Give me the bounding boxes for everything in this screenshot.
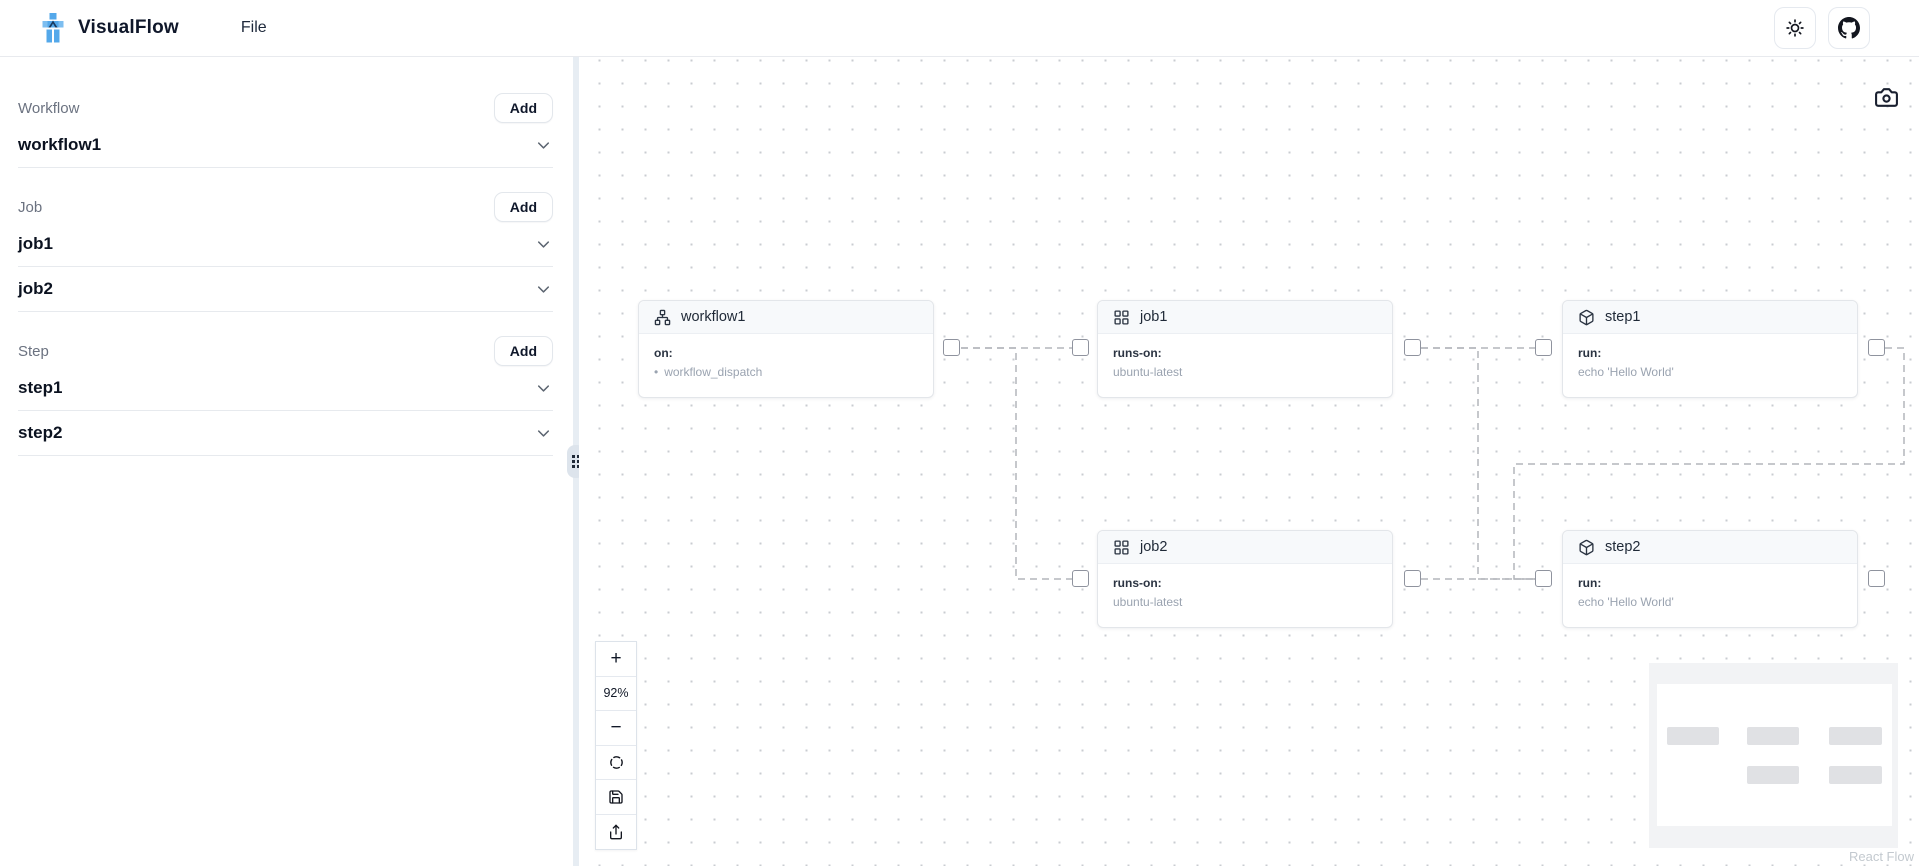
add-job-button[interactable]: Add bbox=[493, 192, 553, 222]
zoom-in-button[interactable]: + bbox=[596, 642, 636, 677]
app-header: VisualFlow File bbox=[0, 0, 1919, 57]
node-field-label: runs-on: bbox=[1113, 346, 1162, 360]
handle-job2-source[interactable] bbox=[1404, 570, 1421, 587]
handle-job1-target[interactable] bbox=[1072, 339, 1089, 356]
node-field-value: ubuntu-latest bbox=[1113, 594, 1183, 609]
flow-canvas[interactable]: workflow1 on: •workflow_dispatch job1 ru… bbox=[579, 58, 1919, 866]
handle-step2-source[interactable] bbox=[1868, 570, 1885, 587]
sidebar-item-workflow1[interactable]: workflow1 bbox=[18, 123, 553, 168]
edges-layer bbox=[961, 347, 1905, 580]
handle-step1-source[interactable] bbox=[1868, 339, 1885, 356]
chevron-down-icon bbox=[534, 379, 553, 398]
node-header: job1 bbox=[1098, 301, 1392, 334]
react-flow-attribution[interactable]: React Flow bbox=[1848, 849, 1914, 864]
edge-step1-step2[interactable] bbox=[1513, 347, 1905, 580]
section-label-workflow: Workflow bbox=[18, 99, 80, 117]
zoom-out-button[interactable]: − bbox=[596, 711, 636, 746]
node-field-label: on: bbox=[654, 346, 673, 360]
node-body: run: echo 'Hello World' bbox=[1563, 334, 1857, 391]
save-icon bbox=[608, 789, 624, 805]
minimap-node-workflow1 bbox=[1667, 727, 1719, 745]
edge-workflow1-job2[interactable] bbox=[961, 347, 1072, 580]
section-label-job: Job bbox=[18, 198, 43, 216]
workflow-logo-icon bbox=[40, 13, 66, 43]
node-field-value: echo 'Hello World' bbox=[1578, 594, 1674, 609]
chevron-down-icon bbox=[534, 424, 553, 443]
theme-toggle-button[interactable] bbox=[1774, 7, 1816, 49]
sidebar-item-step1[interactable]: step1 bbox=[18, 366, 553, 411]
sidebar-section-job: Job Add job1 job2 bbox=[18, 192, 553, 312]
network-icon bbox=[654, 309, 671, 326]
upload-icon bbox=[608, 824, 624, 840]
node-title: step1 bbox=[1605, 309, 1641, 325]
node-body: on: •workflow_dispatch bbox=[639, 334, 933, 391]
node-job2[interactable]: job2 runs-on: ubuntu-latest bbox=[1097, 530, 1393, 628]
node-header: job2 bbox=[1098, 531, 1392, 564]
grid-icon bbox=[1113, 309, 1130, 326]
box-icon bbox=[1578, 309, 1595, 326]
sun-icon bbox=[1785, 18, 1805, 38]
node-header: step2 bbox=[1563, 531, 1857, 564]
add-workflow-button[interactable]: Add bbox=[493, 93, 553, 123]
zoom-level: 92% bbox=[596, 676, 636, 711]
github-link-button[interactable] bbox=[1828, 7, 1870, 49]
grid-icon bbox=[1113, 539, 1130, 556]
screenshot-button[interactable] bbox=[1871, 82, 1901, 112]
sidebar-section-step: Step Add step1 step2 bbox=[18, 336, 553, 456]
minimap-node-job1 bbox=[1747, 727, 1799, 745]
node-field-label: run: bbox=[1578, 576, 1602, 590]
app-logo[interactable]: VisualFlow bbox=[40, 13, 179, 43]
section-label-step: Step bbox=[18, 342, 49, 360]
node-job1[interactable]: job1 runs-on: ubuntu-latest bbox=[1097, 300, 1393, 398]
minimap-node-job2 bbox=[1747, 766, 1799, 784]
node-workflow1[interactable]: workflow1 on: •workflow_dispatch bbox=[638, 300, 934, 398]
minimap-viewport bbox=[1657, 684, 1892, 826]
sidebar-item-job1[interactable]: job1 bbox=[18, 222, 553, 267]
sidebar-item-step2[interactable]: step2 bbox=[18, 411, 553, 456]
node-step1[interactable]: step1 run: echo 'Hello World' bbox=[1562, 300, 1858, 398]
node-body: runs-on: ubuntu-latest bbox=[1098, 334, 1392, 391]
node-title: job2 bbox=[1140, 539, 1168, 555]
node-title: job1 bbox=[1140, 309, 1168, 325]
handle-step1-target[interactable] bbox=[1535, 339, 1552, 356]
save-button[interactable] bbox=[596, 780, 636, 815]
node-field-label: runs-on: bbox=[1113, 576, 1162, 590]
github-icon bbox=[1838, 17, 1860, 39]
handle-job1-source[interactable] bbox=[1404, 339, 1421, 356]
fit-view-icon bbox=[608, 754, 625, 771]
handle-job2-target[interactable] bbox=[1072, 570, 1089, 587]
add-step-button[interactable]: Add bbox=[493, 336, 553, 366]
minimap-node-step2 bbox=[1829, 766, 1882, 784]
sidebar-section-workflow: Workflow Add workflow1 bbox=[18, 93, 553, 168]
fit-view-button[interactable] bbox=[596, 745, 636, 780]
sidebar-item-job2[interactable]: job2 bbox=[18, 267, 553, 312]
app-title: VisualFlow bbox=[78, 17, 179, 38]
node-body: run: echo 'Hello World' bbox=[1563, 564, 1857, 621]
node-field-value: echo 'Hello World' bbox=[1578, 364, 1674, 379]
minimap-node-step1 bbox=[1829, 727, 1882, 745]
node-step2[interactable]: step2 run: echo 'Hello World' bbox=[1562, 530, 1858, 628]
node-title: workflow1 bbox=[681, 309, 746, 325]
node-title: step2 bbox=[1605, 539, 1641, 555]
handle-step2-target[interactable] bbox=[1535, 570, 1552, 587]
node-header: step1 bbox=[1563, 301, 1857, 334]
minimap[interactable] bbox=[1649, 663, 1898, 848]
node-field-value: •workflow_dispatch bbox=[654, 364, 763, 379]
camera-icon bbox=[1874, 85, 1899, 110]
chevron-down-icon bbox=[534, 235, 553, 254]
chevron-down-icon bbox=[534, 136, 553, 155]
export-button[interactable] bbox=[596, 814, 636, 849]
box-icon bbox=[1578, 539, 1595, 556]
node-field-label: run: bbox=[1578, 346, 1602, 360]
handle-workflow1-source[interactable] bbox=[943, 339, 960, 356]
sidebar: Workflow Add workflow1 Job Add job1 job2 bbox=[0, 57, 573, 866]
flow-controls: + 92% − bbox=[595, 641, 637, 850]
chevron-down-icon bbox=[534, 280, 553, 299]
node-body: runs-on: ubuntu-latest bbox=[1098, 564, 1392, 621]
menu-file[interactable]: File bbox=[240, 19, 267, 36]
grip-dots-icon bbox=[572, 455, 580, 468]
node-header: workflow1 bbox=[639, 301, 933, 334]
node-field-value: ubuntu-latest bbox=[1113, 364, 1183, 379]
